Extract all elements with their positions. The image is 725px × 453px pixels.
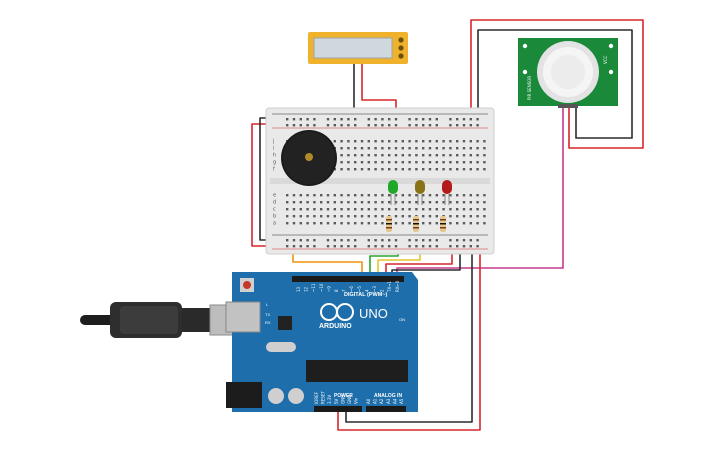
led-red[interactable] [442,180,452,205]
digital-pin-label: ~10 [319,283,324,292]
resistor-2[interactable] [413,216,419,232]
lcd-display[interactable] [308,32,408,64]
resistor-3[interactable] [440,216,446,232]
analog-pin-label: A4 [392,398,397,404]
pir-sensor[interactable]: PIR SENSOR VCC [518,38,618,108]
digital-pin-label: 4 [364,289,369,292]
arduino-logo-icon [320,303,354,321]
wire-pir-red[interactable] [470,19,644,149]
breadboard-row-letter: d [273,199,276,205]
digital-pin-label: TX→1 [387,280,392,293]
digital-pin-label: 13 [296,286,301,292]
breadboard-row-letter: b [273,213,276,219]
digital-pin-label: RX←0 [395,280,400,292]
analog-pin-label: A1 [373,398,378,404]
digital-pin-label: ~5 [357,286,362,292]
power-pin-label: GND [347,395,352,404]
breadboard-row-letter: f [273,166,275,172]
arduino-analog-label: ANALOG IN [374,393,402,399]
breadboard-row-letter: g [273,159,276,165]
led-green[interactable] [388,180,398,205]
pir-label-model: PIR SENSOR [527,76,532,100]
digital-pin-label: ~9 [326,286,331,292]
pir-label-vcc: VCC [603,55,608,64]
digital-pin-label: 2 [380,289,385,292]
power-pin-label: GND [340,395,345,404]
arduino-digital-label: DIGITAL (PWM~) [344,292,388,298]
analog-pin-label: A0 [366,398,371,404]
arduino-l-label: L [266,302,269,307]
analog-pin-label: A5 [399,398,404,404]
led-yellow[interactable] [415,180,425,205]
arduino-model: UNO [359,306,388,321]
arduino-tx-label: TX [265,312,270,317]
analog-pin-label: A3 [386,398,391,404]
breadboard-row-letter: i [273,145,274,151]
digital-pin-label: 7 [342,289,347,292]
digital-pin-label: 12 [304,286,309,292]
arduino-rx-label: RX [265,320,271,325]
power-pin-label: Vin [354,397,359,404]
arduino-uno[interactable]: ARDUINO UNO DIGITAL (PWM~) POWER ANALOG … [225,272,418,412]
usb-cable[interactable] [80,302,241,338]
digital-pin-label: ~3 [372,286,377,292]
leds [388,180,452,205]
arduino-power-label: POWER [334,393,353,399]
power-pin-label: 3.3V [327,395,332,404]
power-pin-label: IOREF [314,391,319,404]
piezo-buzzer[interactable] [281,130,337,186]
breadboard-row-letter: e [273,192,276,198]
breadboard-row-letter: c [273,206,276,212]
breadboard-row-letter: j [272,138,274,144]
power-pin-label: 5V [334,398,339,404]
analog-pin-label: A2 [379,398,384,404]
digital-pin-label: ~6 [349,286,354,292]
breadboard-row-letter: a [273,220,276,226]
breadboard-row-letter: h [273,152,276,158]
digital-pin-label: 8 [334,289,339,292]
resistors [386,216,446,232]
digital-pin-label: ~11 [311,283,316,292]
resistor-1[interactable] [386,216,392,232]
arduino-on-label: ON [399,317,405,322]
wire-pir-black[interactable] [477,29,633,139]
arduino-brand: ARDUINO [319,323,352,330]
power-pin-label: RESET [321,391,326,404]
